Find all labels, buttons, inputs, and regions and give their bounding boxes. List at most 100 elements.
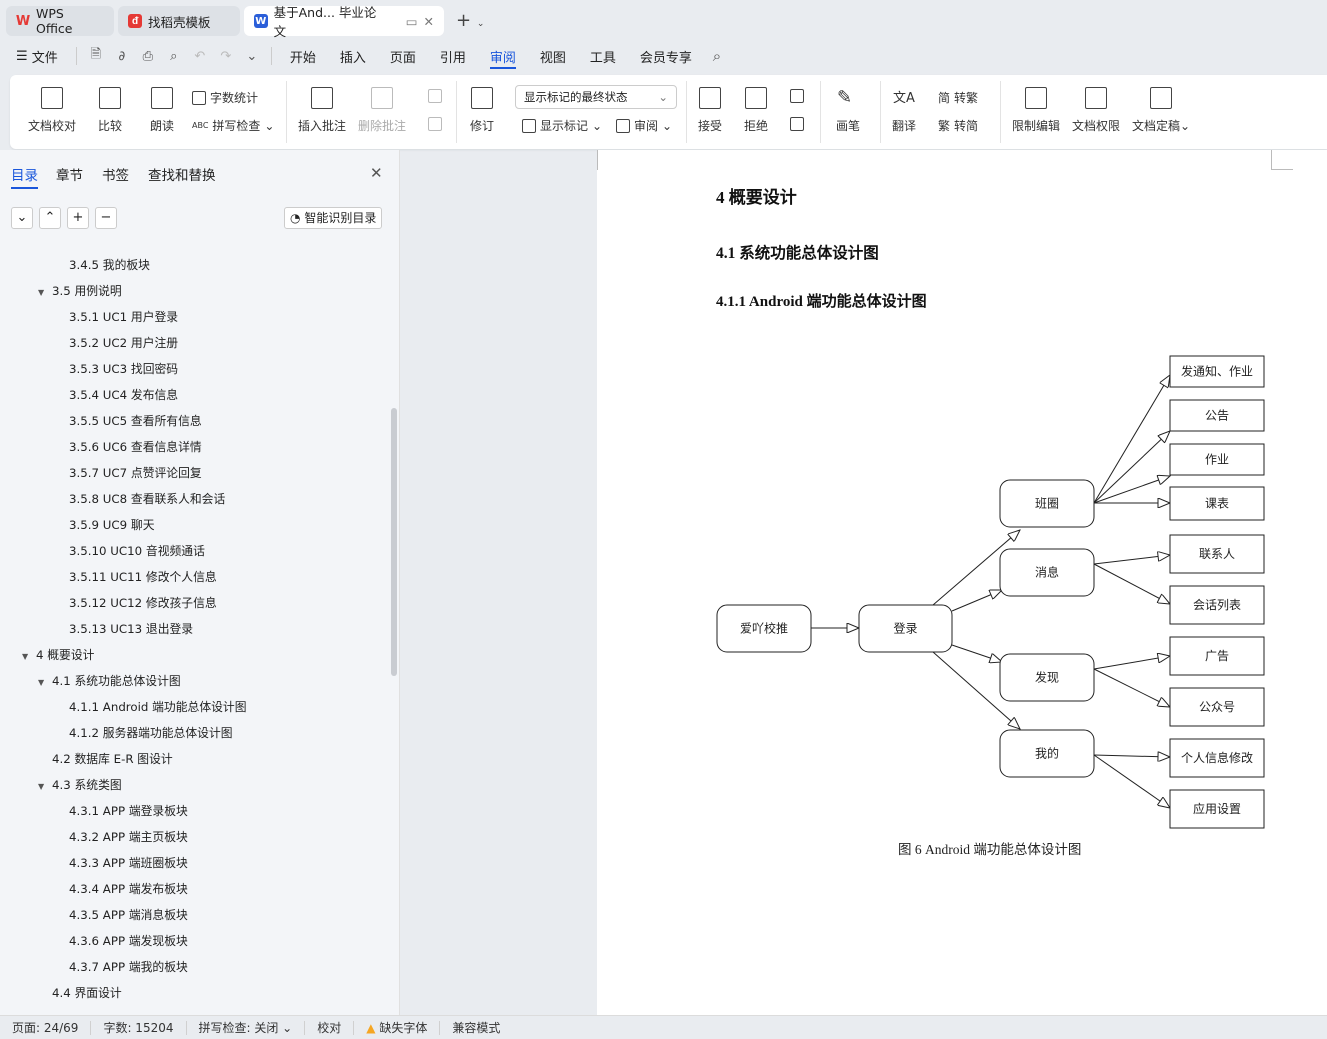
toc-item[interactable]: 3.5.13 UC13 退出登录 bbox=[69, 622, 194, 636]
revise-button[interactable]: 修订 bbox=[470, 87, 494, 134]
proofread-button[interactable]: 文档校对 bbox=[28, 87, 76, 134]
share-icon[interactable]: ∂ bbox=[118, 48, 126, 64]
tab-chapters[interactable]: 章节 bbox=[56, 168, 83, 184]
doc-permission-button[interactable]: 文档权限 bbox=[1072, 87, 1120, 134]
toc-item[interactable]: 3.5.8 UC8 查看联系人和会话 bbox=[69, 492, 226, 506]
restrict-edit-button[interactable]: 限制编辑 bbox=[1012, 87, 1060, 134]
toc-item[interactable]: 4.2 数据库 E-R 图设计 bbox=[52, 752, 173, 766]
print-preview-icon[interactable]: ⌕ bbox=[170, 48, 178, 64]
compat-mode-status[interactable]: 兼容模式 bbox=[452, 1020, 501, 1035]
missing-font-status[interactable]: ▲ 缺失字体 bbox=[354, 1020, 441, 1035]
pin-icon[interactable]: ▭ bbox=[405, 13, 418, 29]
toc-item[interactable]: 3.5.4 UC4 发布信息 bbox=[69, 388, 179, 402]
heading-2[interactable]: 4.1 系统功能总体设计图 bbox=[716, 245, 879, 262]
next-comment-button[interactable] bbox=[428, 117, 442, 131]
toc-item[interactable]: 3.5.1 UC1 用户登录 bbox=[69, 310, 179, 324]
tab-bookmarks[interactable]: 书签 bbox=[102, 168, 129, 184]
proofread-status[interactable]: 校对 bbox=[305, 1020, 355, 1035]
smart-toc-button[interactable]: ◔ 智能识别目录 bbox=[284, 207, 383, 229]
prev-comment-button[interactable] bbox=[428, 89, 442, 103]
menu-start[interactable]: 开始 bbox=[289, 50, 316, 66]
menu-review[interactable]: 审阅 bbox=[478, 40, 528, 72]
redo-icon[interactable]: ↷ bbox=[220, 48, 232, 64]
toc-item[interactable]: 4.3.2 APP 端主页板块 bbox=[69, 830, 188, 844]
remove-heading-button[interactable]: − bbox=[95, 207, 117, 229]
more-chevron-icon[interactable]: ⌄ bbox=[246, 48, 258, 64]
close-pane-icon[interactable]: ✕ bbox=[370, 164, 383, 182]
print-icon[interactable]: ⎙ bbox=[142, 48, 154, 64]
toc-item[interactable]: 3.5.11 UC11 修改个人信息 bbox=[69, 570, 217, 584]
page-indicator[interactable]: 页面: 24/69 bbox=[0, 1020, 92, 1035]
pane-scrollbar[interactable] bbox=[391, 408, 397, 676]
expand-down-button[interactable]: ⌄ bbox=[11, 207, 33, 229]
undo-icon[interactable]: ↶ bbox=[194, 48, 206, 64]
toc-item[interactable]: 4.3.4 APP 端发布板块 bbox=[69, 882, 188, 896]
next-revision-button[interactable] bbox=[790, 117, 804, 131]
expand-triangle-icon[interactable]: ▼ bbox=[38, 678, 45, 687]
spell-check-status[interactable]: 拼写检查: 关闭 ⌄ bbox=[187, 1020, 306, 1035]
toc-item[interactable]: ▼4.1 系统功能总体设计图 bbox=[38, 668, 181, 694]
toc-item[interactable]: 4.3.1 APP 端登录板块 bbox=[69, 804, 188, 818]
search-icon[interactable]: ⌕ bbox=[712, 47, 722, 65]
heading-3[interactable]: 4.1.1 Android 端功能总体设计图 bbox=[716, 294, 927, 310]
toc-item[interactable]: 4.3.3 APP 端班圈板块 bbox=[69, 856, 188, 870]
toc-item[interactable]: 3.5.12 UC12 修改孩子信息 bbox=[69, 596, 217, 610]
delete-comment-button[interactable]: 删除批注 bbox=[358, 87, 406, 134]
word-count[interactable]: 字数: 15204 bbox=[91, 1020, 187, 1035]
finalize-button[interactable]: 文档定稿⌄ bbox=[1132, 87, 1190, 134]
read-aloud-button[interactable]: 朗读 bbox=[150, 87, 174, 134]
toc-item[interactable]: 3.5.9 UC9 聊天 bbox=[69, 518, 155, 532]
tab-find-replace[interactable]: 查找和替换 bbox=[148, 168, 216, 184]
pen-button[interactable]: ✎画笔 bbox=[836, 87, 861, 133]
tab-toc[interactable]: 目录 bbox=[11, 164, 38, 189]
toc-item[interactable]: 4.3.7 APP 端我的板块 bbox=[69, 960, 188, 974]
toc-item[interactable]: 3.5.5 UC5 查看所有信息 bbox=[69, 414, 202, 428]
menu-view[interactable]: 视图 bbox=[539, 50, 566, 66]
toc-item[interactable]: 3.5.6 UC6 查看信息详情 bbox=[69, 440, 202, 454]
new-tab-button[interactable]: + ⌄ bbox=[456, 10, 485, 31]
toc-item[interactable]: 4.1.1 Android 端功能总体设计图 bbox=[69, 700, 247, 714]
heading-1[interactable]: 4 概要设计 bbox=[716, 188, 797, 207]
toc-item[interactable]: 4.3.6 APP 端发现板块 bbox=[69, 934, 188, 948]
collapse-up-button[interactable]: ⌃ bbox=[39, 207, 61, 229]
prev-revision-button[interactable] bbox=[790, 89, 804, 103]
menu-reference[interactable]: 引用 bbox=[439, 50, 466, 66]
markup-state-select[interactable]: 显示标记的最终状态⌄ bbox=[515, 85, 677, 109]
compare-button[interactable]: 比较 bbox=[98, 87, 122, 134]
toc-item[interactable]: ▼3.5 用例说明 bbox=[38, 278, 122, 304]
expand-triangle-icon[interactable]: ▼ bbox=[38, 288, 45, 297]
review-pane-button[interactable]: 审阅⌄ bbox=[616, 117, 672, 134]
toc-item[interactable]: ▼4 概要设计 bbox=[22, 642, 94, 668]
save-icon[interactable]: 🗎 bbox=[90, 47, 102, 62]
close-tab-icon[interactable]: ✕ bbox=[423, 13, 434, 29]
toc-item[interactable]: 4.1.2 服务器端功能总体设计图 bbox=[69, 726, 233, 740]
toc-item[interactable]: ▼4.3 系统类图 bbox=[38, 772, 122, 798]
toc-item[interactable]: 3.5.10 UC10 音视频通话 bbox=[69, 544, 205, 558]
toc-item[interactable]: 3.5.2 UC2 用户注册 bbox=[69, 336, 179, 350]
figure-caption[interactable]: 图 6 Android 端功能总体设计图 bbox=[898, 842, 1082, 857]
menu-vip[interactable]: 会员专享 bbox=[639, 50, 692, 66]
reject-button[interactable]: 拒绝 bbox=[744, 87, 768, 134]
to-simplified-button[interactable]: 繁转简 bbox=[938, 119, 979, 133]
file-menu[interactable]: ☰ 文件 bbox=[16, 48, 58, 66]
expand-triangle-icon[interactable]: ▼ bbox=[22, 652, 29, 661]
to-traditional-button[interactable]: 简转繁 bbox=[938, 91, 979, 105]
menu-insert[interactable]: 插入 bbox=[339, 50, 366, 66]
expand-triangle-icon[interactable]: ▼ bbox=[38, 782, 45, 791]
menu-page[interactable]: 页面 bbox=[389, 50, 416, 66]
toc-item[interactable]: 3.5.7 UC7 点赞评论回复 bbox=[69, 466, 202, 480]
toc-item[interactable]: 3.5.3 UC3 找回密码 bbox=[69, 362, 179, 376]
menu-tools[interactable]: 工具 bbox=[589, 50, 616, 66]
toc-item[interactable]: 3.4.5 我的板块 bbox=[69, 258, 150, 272]
toc-item[interactable]: 4.4 界面设计 bbox=[52, 986, 122, 1000]
insert-comment-button[interactable]: 插入批注 bbox=[298, 87, 346, 134]
add-heading-button[interactable]: + bbox=[67, 207, 89, 229]
accept-button[interactable]: 接受 bbox=[698, 87, 722, 134]
show-markup-button[interactable]: 显示标记⌄ bbox=[522, 117, 602, 134]
word-count-button[interactable]: 字数统计 bbox=[192, 89, 258, 106]
